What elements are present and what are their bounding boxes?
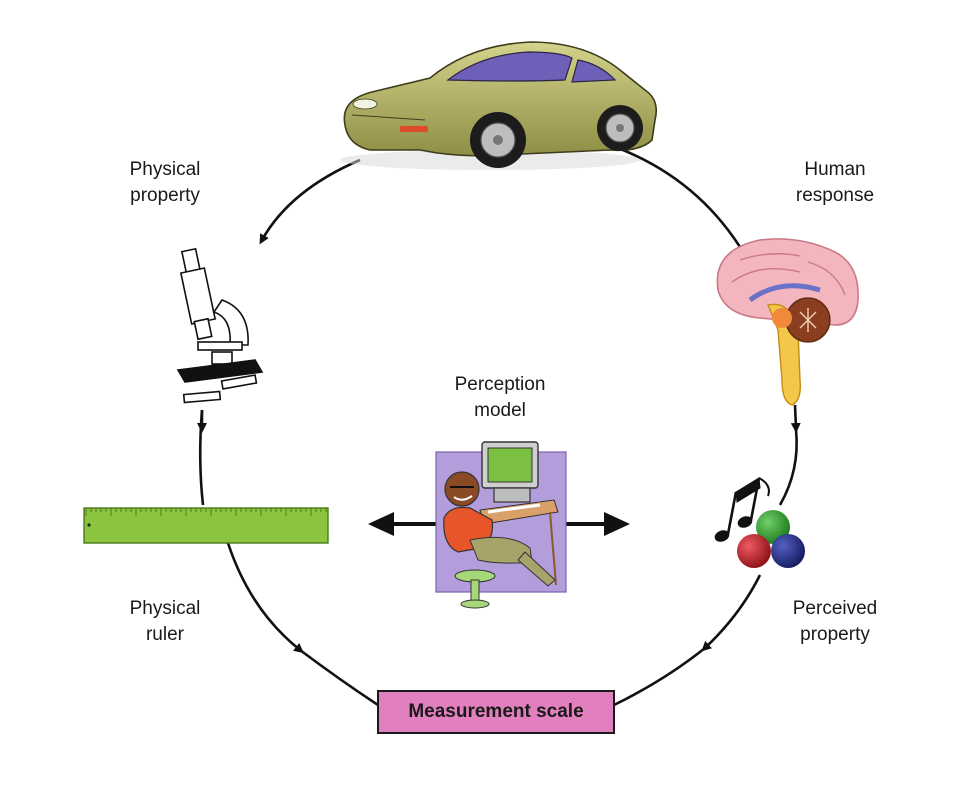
label-line: property [130, 185, 200, 206]
label-perceived-property: Perceived property [765, 596, 905, 648]
label-line: property [800, 624, 870, 645]
arc-car-to-microscope [259, 158, 361, 245]
perception-arrows [368, 512, 630, 536]
measurement-scale-label: Measurement scale [408, 701, 584, 722]
ruler-icon [83, 507, 329, 544]
label-line: Human [804, 159, 866, 180]
label-perception-model: Perception model [425, 372, 575, 424]
label-line: ruler [145, 624, 184, 645]
label-line: model [474, 400, 526, 421]
label-physical-property: Physical property [100, 157, 230, 209]
car-icon [340, 41, 658, 170]
label-human-response: Human response [770, 157, 900, 209]
brain-icon [716, 238, 859, 406]
arc-car-to-brain [617, 146, 748, 260]
arc-ruler-to-scale [226, 542, 304, 654]
label-physical-ruler: Physical ruler [100, 596, 230, 648]
color-balls-icon [737, 510, 805, 568]
label-line: Perceived [792, 598, 878, 619]
label-line: Perception [454, 374, 546, 395]
arc-scale-right [613, 646, 706, 707]
person-computer-icon [435, 441, 567, 609]
cycle-arrows [197, 146, 801, 707]
arc-scale-left [299, 648, 379, 707]
arc-balls-to-scale [701, 574, 762, 652]
music-note-icon [714, 477, 770, 542]
label-line: Physical [129, 159, 201, 180]
label-line: response [795, 185, 875, 206]
arc-brain-to-balls [790, 404, 801, 433]
microscope-icon [176, 247, 264, 404]
label-line: Physical [129, 598, 201, 619]
measurement-scale-box: Measurement scale [377, 690, 615, 734]
arc-brain-balls-connector [778, 429, 798, 506]
